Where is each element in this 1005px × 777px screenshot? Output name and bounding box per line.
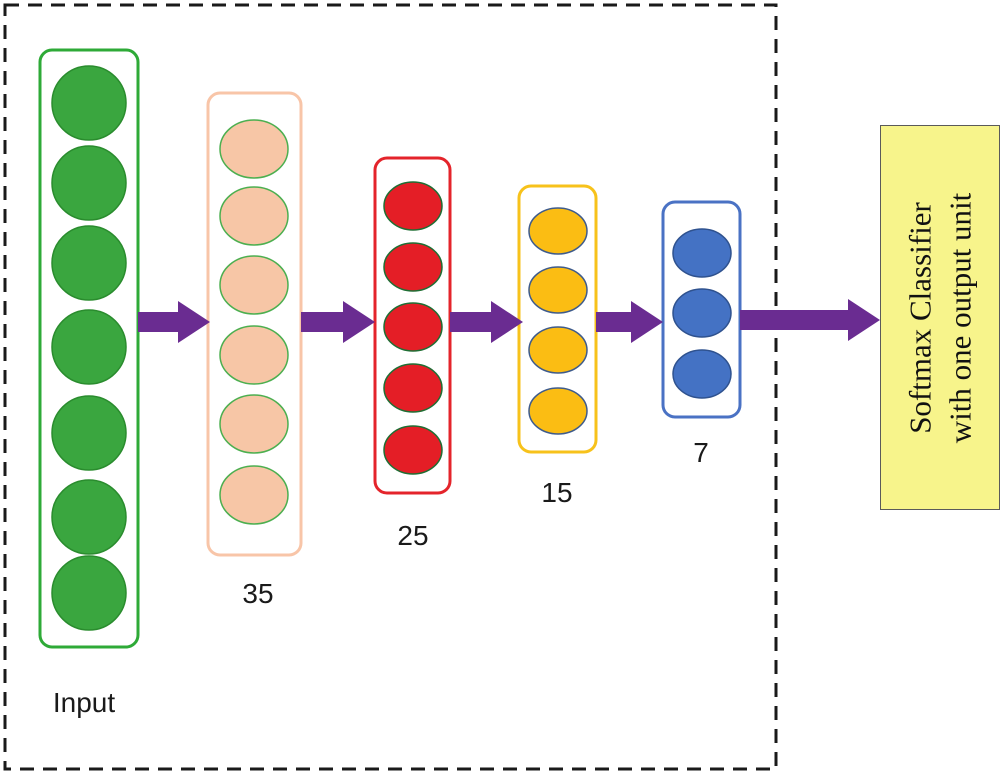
layers-group xyxy=(38,48,742,649)
layer-input-neuron xyxy=(51,309,127,385)
softmax-classifier-line-1: Softmax Classifier xyxy=(902,201,938,434)
layer-hidden-3-neuron xyxy=(528,326,588,374)
layer-hidden-3-neuron xyxy=(528,387,588,435)
layer-hidden-2-neuron xyxy=(383,242,443,292)
layer-hidden-1-neuron xyxy=(219,465,289,525)
layer-hidden-1-neuron xyxy=(219,325,289,385)
layer-hidden-3-neuron xyxy=(528,207,588,255)
hidden-layer-3-label: 15 xyxy=(541,477,573,508)
layer-arrow xyxy=(301,301,375,343)
layer-hidden-1-neuron xyxy=(219,255,289,315)
layer-hidden-2-neuron xyxy=(383,425,443,475)
layer-input xyxy=(38,48,140,649)
layer-hidden-1-neuron xyxy=(219,119,289,179)
layer-arrow xyxy=(138,301,210,343)
layer-hidden-2-neuron xyxy=(383,302,443,352)
softmax-classifier-text: Softmax Classifier with one output unit xyxy=(900,192,980,443)
feature-extractor-dashed-border xyxy=(3,3,778,771)
layer-input-neuron xyxy=(51,555,127,631)
layer-hidden-2-neuron xyxy=(383,181,443,231)
arrows-group xyxy=(138,299,880,343)
hidden-layer-1-label: 35 xyxy=(242,578,274,609)
layer-arrow xyxy=(596,301,663,343)
layer-hidden-4-neuron xyxy=(672,349,732,399)
layer-hidden-3-neuron xyxy=(528,266,588,314)
layer-input-neuron xyxy=(51,145,127,221)
layer-input-neuron xyxy=(51,395,127,471)
softmax-classifier-line-2: with one output unit xyxy=(942,192,978,443)
layer-hidden-1-neuron xyxy=(219,186,289,246)
layer-hidden-2 xyxy=(373,156,452,495)
layer-hidden-4-neuron xyxy=(672,288,732,338)
layer-input-neuron xyxy=(51,65,127,141)
hidden-layer-2-label: 25 xyxy=(397,520,429,551)
output-arrow xyxy=(740,299,880,341)
layer-arrow xyxy=(450,301,523,343)
layer-hidden-1 xyxy=(206,91,303,557)
input-layer-label: Input xyxy=(52,687,116,718)
layer-hidden-4-neuron xyxy=(672,228,732,278)
layer-hidden-3 xyxy=(517,184,598,454)
layer-hidden-4 xyxy=(661,200,742,419)
layer-input-neuron xyxy=(51,225,127,301)
layer-hidden-2-neuron xyxy=(383,363,443,413)
hidden-layer-4-label: 7 xyxy=(693,437,709,468)
softmax-classifier-box: Softmax Classifier with one output unit xyxy=(880,125,1000,510)
layer-hidden-1-neuron xyxy=(219,394,289,454)
layer-input-neuron xyxy=(51,479,127,555)
